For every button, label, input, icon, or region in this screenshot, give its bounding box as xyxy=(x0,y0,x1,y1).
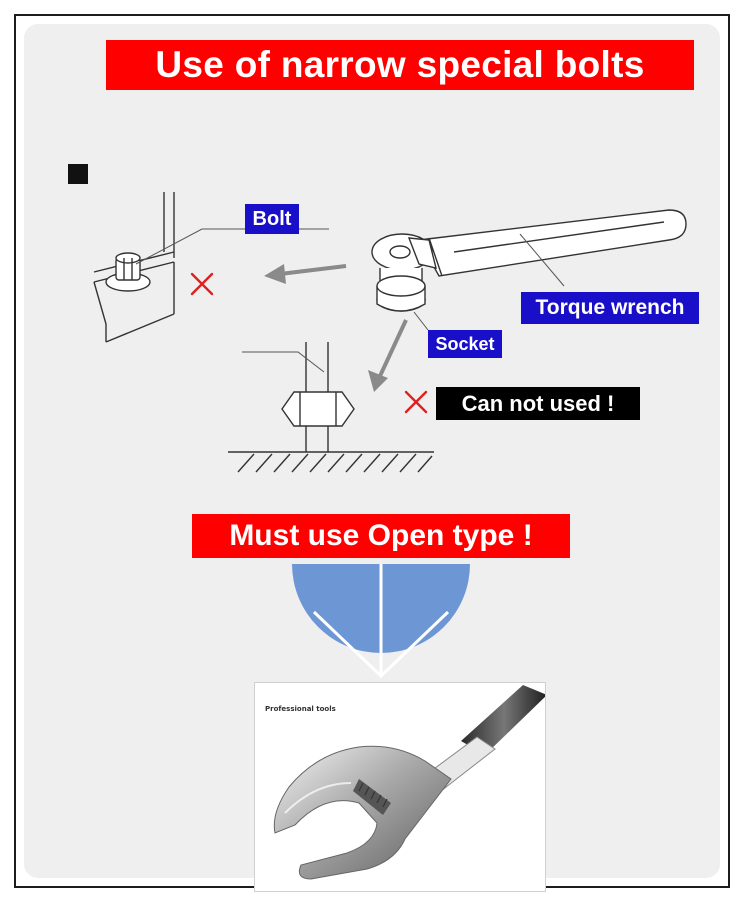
ground xyxy=(228,451,434,473)
socket-label: Socket xyxy=(428,330,502,358)
diagram-drawing xyxy=(93,192,687,679)
page-title: Use of narrow special bolts xyxy=(106,40,694,90)
torque-leader-line xyxy=(519,233,565,287)
torque-wrench-label: Torque wrench xyxy=(521,292,699,324)
small-bolt xyxy=(105,252,151,292)
bolt-leader-line xyxy=(135,228,329,265)
bullet-square-icon xyxy=(68,164,88,184)
gray-arrow-icon xyxy=(264,264,347,284)
cannot-used-label: Can not used ! xyxy=(436,387,640,420)
torque-wrench xyxy=(371,209,687,277)
nut-leader-line xyxy=(242,351,325,373)
red-cross-icon xyxy=(404,390,428,414)
socket-leader-line xyxy=(413,311,429,331)
hex-nut xyxy=(281,391,355,427)
adjustable-wrench-image xyxy=(273,685,545,880)
wrench-photo: Professional tools xyxy=(254,682,546,892)
photo-caption: Professional tools xyxy=(265,705,336,713)
diagram-panel: Use of narrow special bolts xyxy=(24,24,720,892)
gray-arrow-icon xyxy=(368,319,408,392)
socket xyxy=(376,268,426,312)
red-cross-icon xyxy=(190,272,214,296)
bolt-shaft xyxy=(305,342,329,452)
bolt-label: Bolt xyxy=(245,204,299,234)
must-use-banner: Must use Open type ! xyxy=(192,514,570,558)
page-frame: Use of narrow special bolts xyxy=(14,14,730,892)
down-chevron-circle-icon xyxy=(292,550,470,679)
